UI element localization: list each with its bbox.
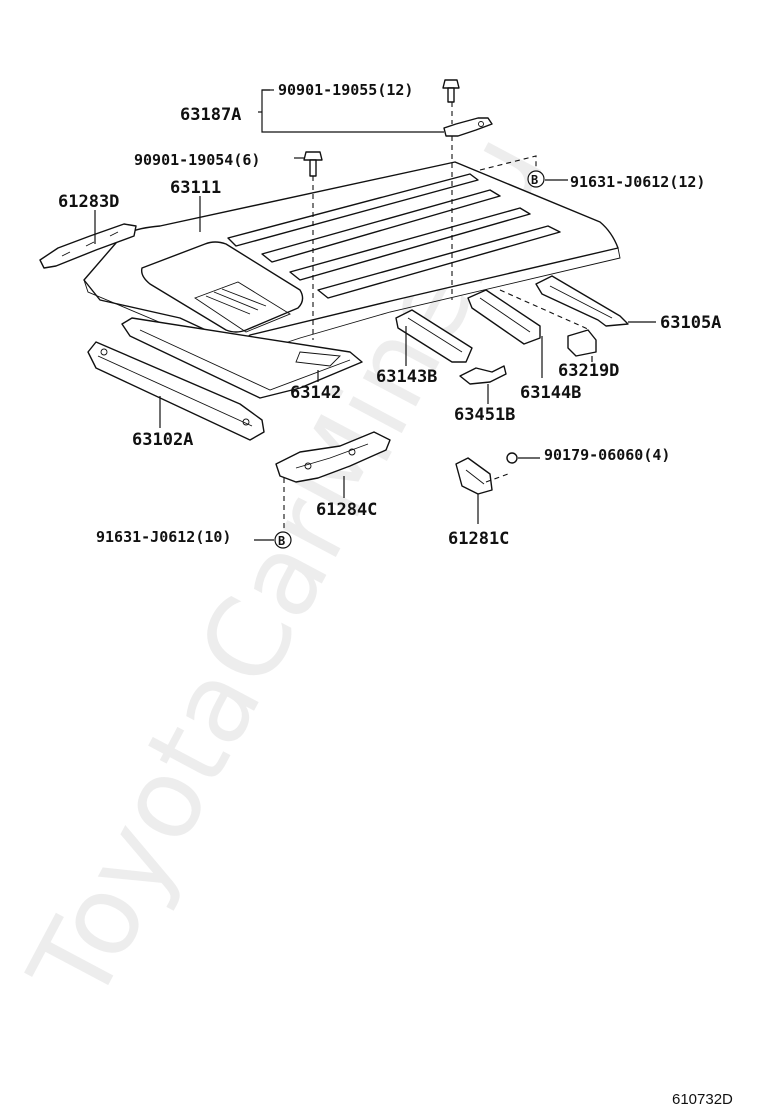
bolt-icon: [506, 452, 518, 464]
clip-63451B: [459, 365, 507, 385]
label-63219D: 63219D: [558, 361, 619, 381]
label-61281C: 61281C: [448, 529, 509, 549]
bolt-icon: [303, 151, 323, 177]
drawing-code: 610732D: [672, 1091, 733, 1108]
roof-bow-63144B: [467, 289, 541, 345]
bracket-61281C: [455, 457, 493, 495]
label-63111: 63111: [170, 178, 221, 198]
rear-rail-63105A: [535, 275, 629, 327]
label-63143B: 63143B: [376, 367, 437, 387]
label-63187A: 63187A: [180, 105, 241, 125]
label-61283D: 61283D: [58, 192, 119, 212]
label-91631-J0612-12: 91631-J0612(12): [570, 173, 705, 191]
label-63451B: 63451B: [454, 405, 515, 425]
label-63142: 63142: [290, 383, 341, 403]
dashed-line: [485, 473, 509, 483]
dashed-line: [499, 289, 591, 331]
label-61284C: 61284C: [316, 500, 377, 520]
label-63144B: 63144B: [520, 383, 581, 403]
label-90901-19054: 90901-19054(6): [134, 151, 260, 169]
roof-panel-63111: [83, 161, 621, 359]
callout-b-icon: B: [274, 531, 292, 549]
label-63105A: 63105A: [660, 313, 721, 333]
label-90179-06060: 90179-06060(4): [544, 446, 670, 464]
svg-text:B: B: [278, 534, 285, 548]
label-91631-J0612-10: 91631-J0612(10): [96, 528, 231, 546]
frame-63142: [121, 317, 363, 399]
bracket-61283D: [39, 223, 137, 269]
pad-63219D: [567, 329, 597, 357]
bracket-61284C: [275, 431, 391, 483]
callout-b-icon: B: [527, 170, 545, 188]
bracket-63187A: [443, 117, 493, 137]
front-header-63102A: [87, 341, 265, 441]
label-90901-19055: 90901-19055(12): [278, 81, 413, 99]
svg-text:B: B: [531, 173, 538, 187]
roof-bow-63143B: [395, 309, 473, 363]
dashed-line: [479, 155, 537, 171]
bolt-icon: [442, 79, 460, 103]
label-63102A: 63102A: [132, 430, 193, 450]
